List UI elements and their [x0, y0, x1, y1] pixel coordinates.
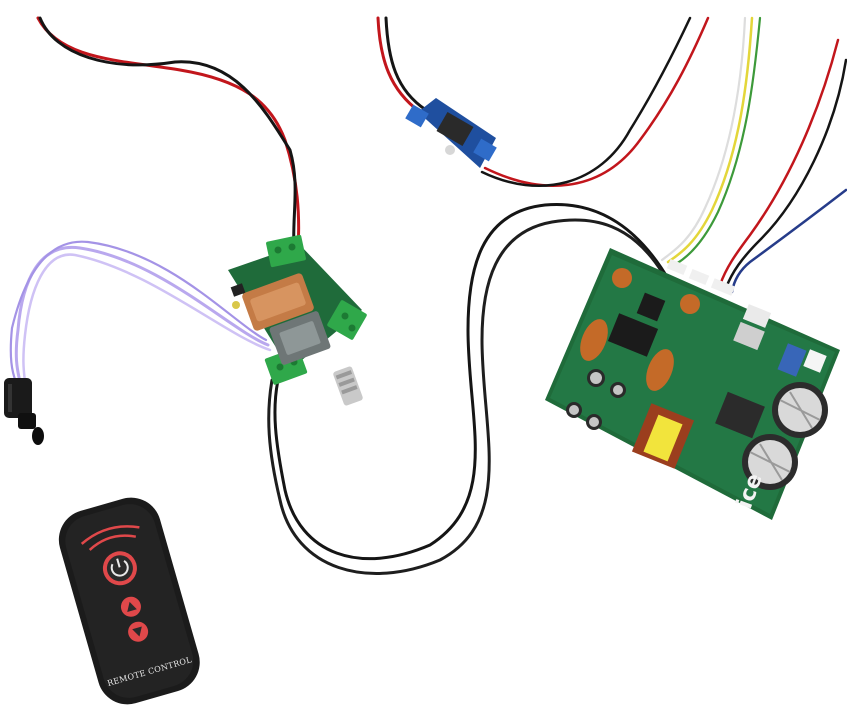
wire-yellow	[666, 16, 754, 264]
wire-red-buck-top	[376, 16, 422, 114]
wire-black-buck-top	[384, 16, 428, 112]
triangle-up-icon	[127, 601, 137, 612]
wire-black-topleft	[38, 16, 297, 252]
wire-white	[660, 16, 747, 262]
volume-board	[228, 234, 367, 406]
wires	[9, 16, 847, 575]
power-button[interactable]	[99, 547, 141, 589]
wire-lavender-3	[9, 240, 268, 384]
triangle-down-icon	[132, 626, 142, 637]
buck-converter	[405, 98, 497, 168]
inductors	[580, 268, 700, 391]
wire-lavender-2	[22, 253, 272, 384]
volume-down-button[interactable]	[126, 619, 151, 644]
cable-loop-1	[273, 202, 672, 561]
amplifier-board: ice	[545, 248, 840, 520]
remote-control: REMOTE CONTROL	[58, 497, 200, 705]
cable-loop-2	[267, 218, 664, 575]
terminal-top	[266, 234, 306, 268]
signal-arcs	[80, 525, 140, 545]
wire-black-buck-right	[480, 16, 692, 187]
wire-black-right	[724, 58, 847, 290]
wire-lavender-1	[14, 245, 270, 384]
wire-blue-right	[730, 188, 847, 294]
volume-up-button[interactable]	[119, 594, 144, 619]
wire-green	[674, 16, 762, 266]
power-icon	[110, 558, 129, 577]
big-capacitors	[742, 382, 828, 490]
wire-red-buck-right	[483, 16, 710, 187]
terminal-right	[327, 300, 367, 340]
wire-red-right	[718, 38, 840, 287]
ir-receiver-plug	[4, 378, 44, 445]
